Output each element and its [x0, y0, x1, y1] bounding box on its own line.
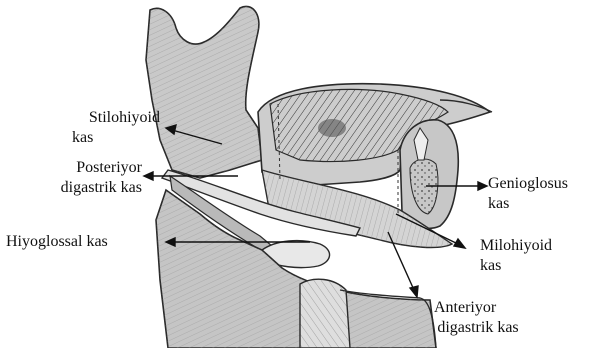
label-genioglossus-line1: Genioglosus	[488, 174, 568, 194]
label-hyoglossus: Hiyoglossal kas	[6, 232, 108, 252]
label-mylohyoid: Milohiyoid kas	[480, 236, 552, 276]
label-genioglossus: Genioglosus kas	[488, 174, 568, 214]
label-stylohyoid-line2: kas	[20, 128, 160, 148]
label-hyoglossus-text: Hiyoglossal kas	[6, 232, 108, 252]
label-mylohyoid-line1: Milohiyoid	[480, 236, 552, 256]
label-posterior-digastric: Posteriyor digastrik kas	[10, 158, 142, 198]
label-posterior-digastric-line2: digastrik kas	[10, 178, 142, 198]
label-anterior-digastric-line2: digastrik kas	[418, 318, 538, 338]
label-stylohyoid: Stilohiyoid kas	[20, 108, 160, 148]
label-mylohyoid-line2: kas	[480, 256, 552, 276]
label-anterior-digastric-line1: Anteriyor	[418, 298, 538, 318]
label-genioglossus-line2: kas	[488, 194, 568, 214]
label-stylohyoid-line1: Stilohiyoid	[20, 108, 160, 128]
label-posterior-digastric-line1: Posteriyor	[10, 158, 142, 178]
label-anterior-digastric: Anteriyor digastrik kas	[418, 298, 538, 338]
